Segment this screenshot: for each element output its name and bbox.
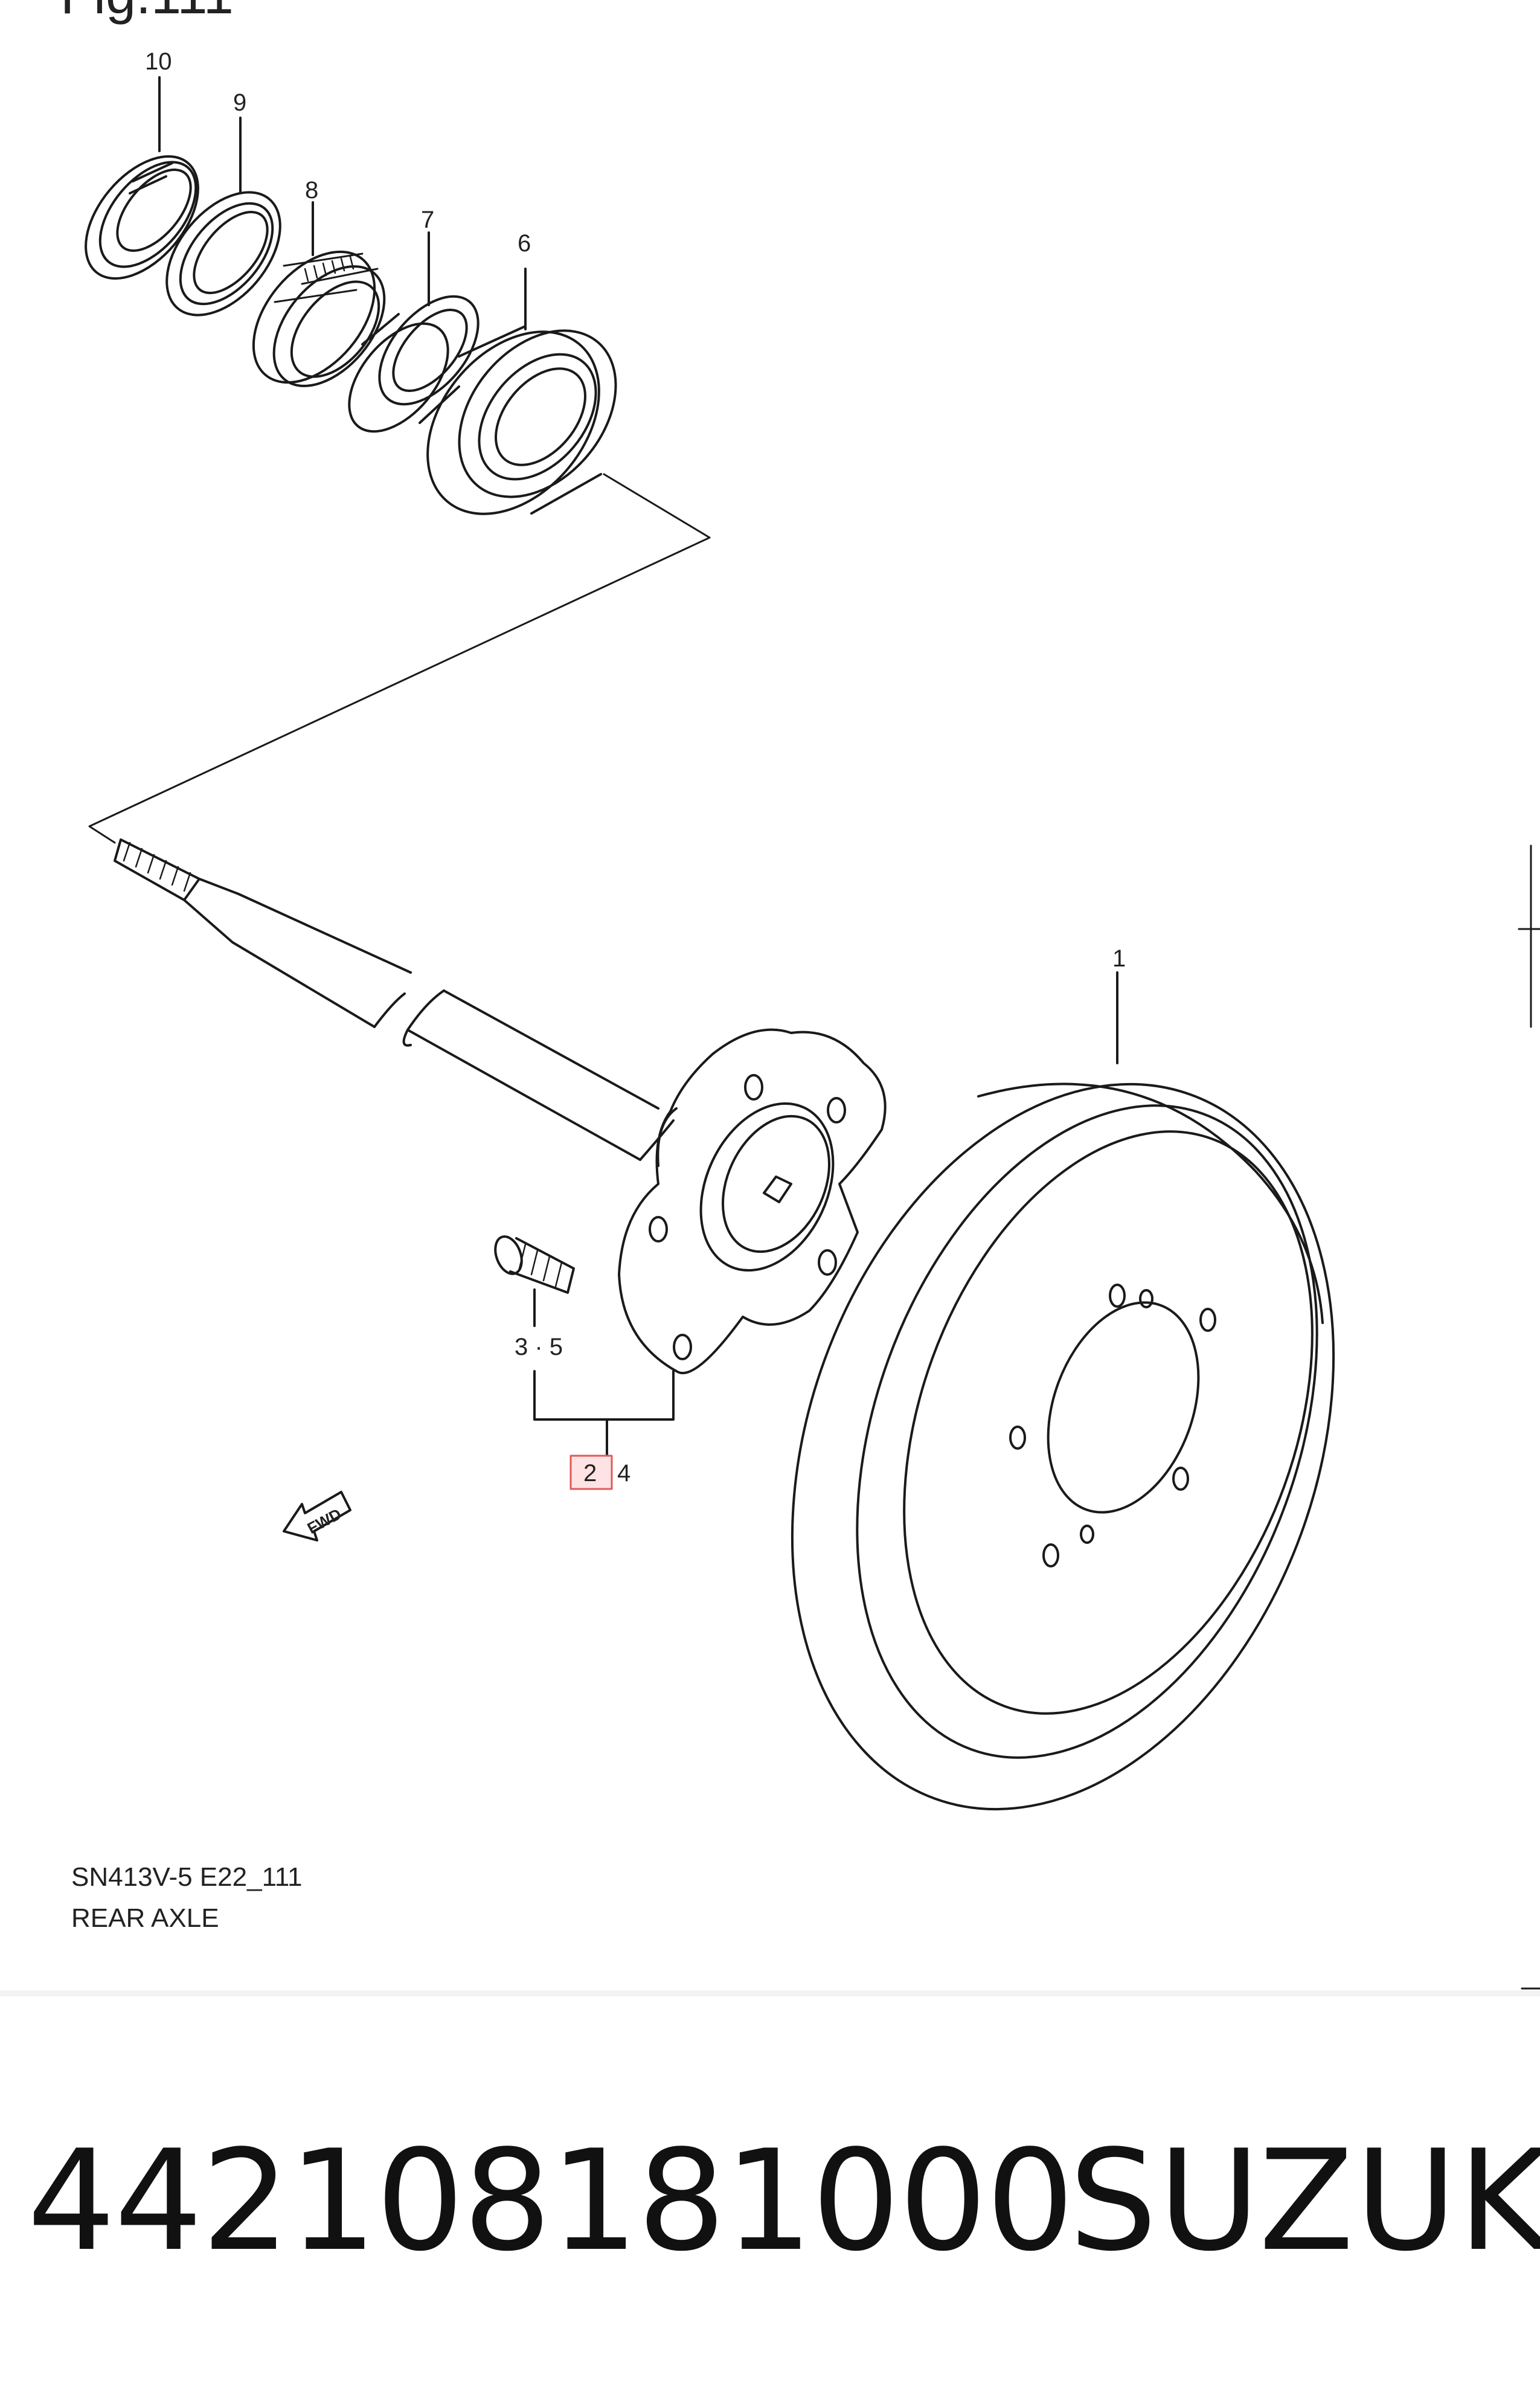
axle-shaft-part-2 bbox=[114, 838, 675, 1161]
callout-6: 6 bbox=[518, 230, 531, 257]
roller-bearing-part-8 bbox=[252, 250, 386, 387]
figure-heading: Fig.111 bbox=[60, 0, 234, 25]
bearing-race-part-9 bbox=[165, 191, 281, 317]
callout-2: 2 bbox=[583, 1460, 597, 1487]
diagram-code: SN413V-5 E22_111 bbox=[71, 1862, 302, 1892]
callout-9: 9 bbox=[233, 89, 246, 116]
wheel-bolt-part-3 bbox=[494, 1235, 575, 1294]
spacer-ring-part-7 bbox=[348, 295, 480, 433]
page-separator bbox=[0, 1990, 1540, 1996]
callout-10: 10 bbox=[145, 48, 172, 75]
callout-3-5: 3 · 5 bbox=[515, 1334, 563, 1360]
group-bracket bbox=[533, 1370, 675, 1457]
forward-arrow-icon bbox=[283, 1491, 351, 1542]
diagram-title: REAR AXLE bbox=[71, 1903, 219, 1933]
oil-seal-part-10 bbox=[85, 155, 199, 280]
callout-8: 8 bbox=[305, 177, 318, 204]
assembly-leader-line bbox=[88, 473, 711, 844]
axle-flange bbox=[618, 1028, 887, 1375]
callout-1: 1 bbox=[1112, 945, 1126, 972]
highlight-box bbox=[569, 1455, 613, 1490]
callout-4: 4 bbox=[617, 1460, 630, 1487]
brand-name: SUZUKI bbox=[1069, 2121, 1540, 2282]
callout-7: 7 bbox=[421, 207, 434, 233]
ball-bearing-part-6 bbox=[426, 325, 617, 515]
part-number: 442108181000 bbox=[27, 2121, 1074, 2282]
brake-drum-part-1 bbox=[791, 1082, 1335, 1811]
